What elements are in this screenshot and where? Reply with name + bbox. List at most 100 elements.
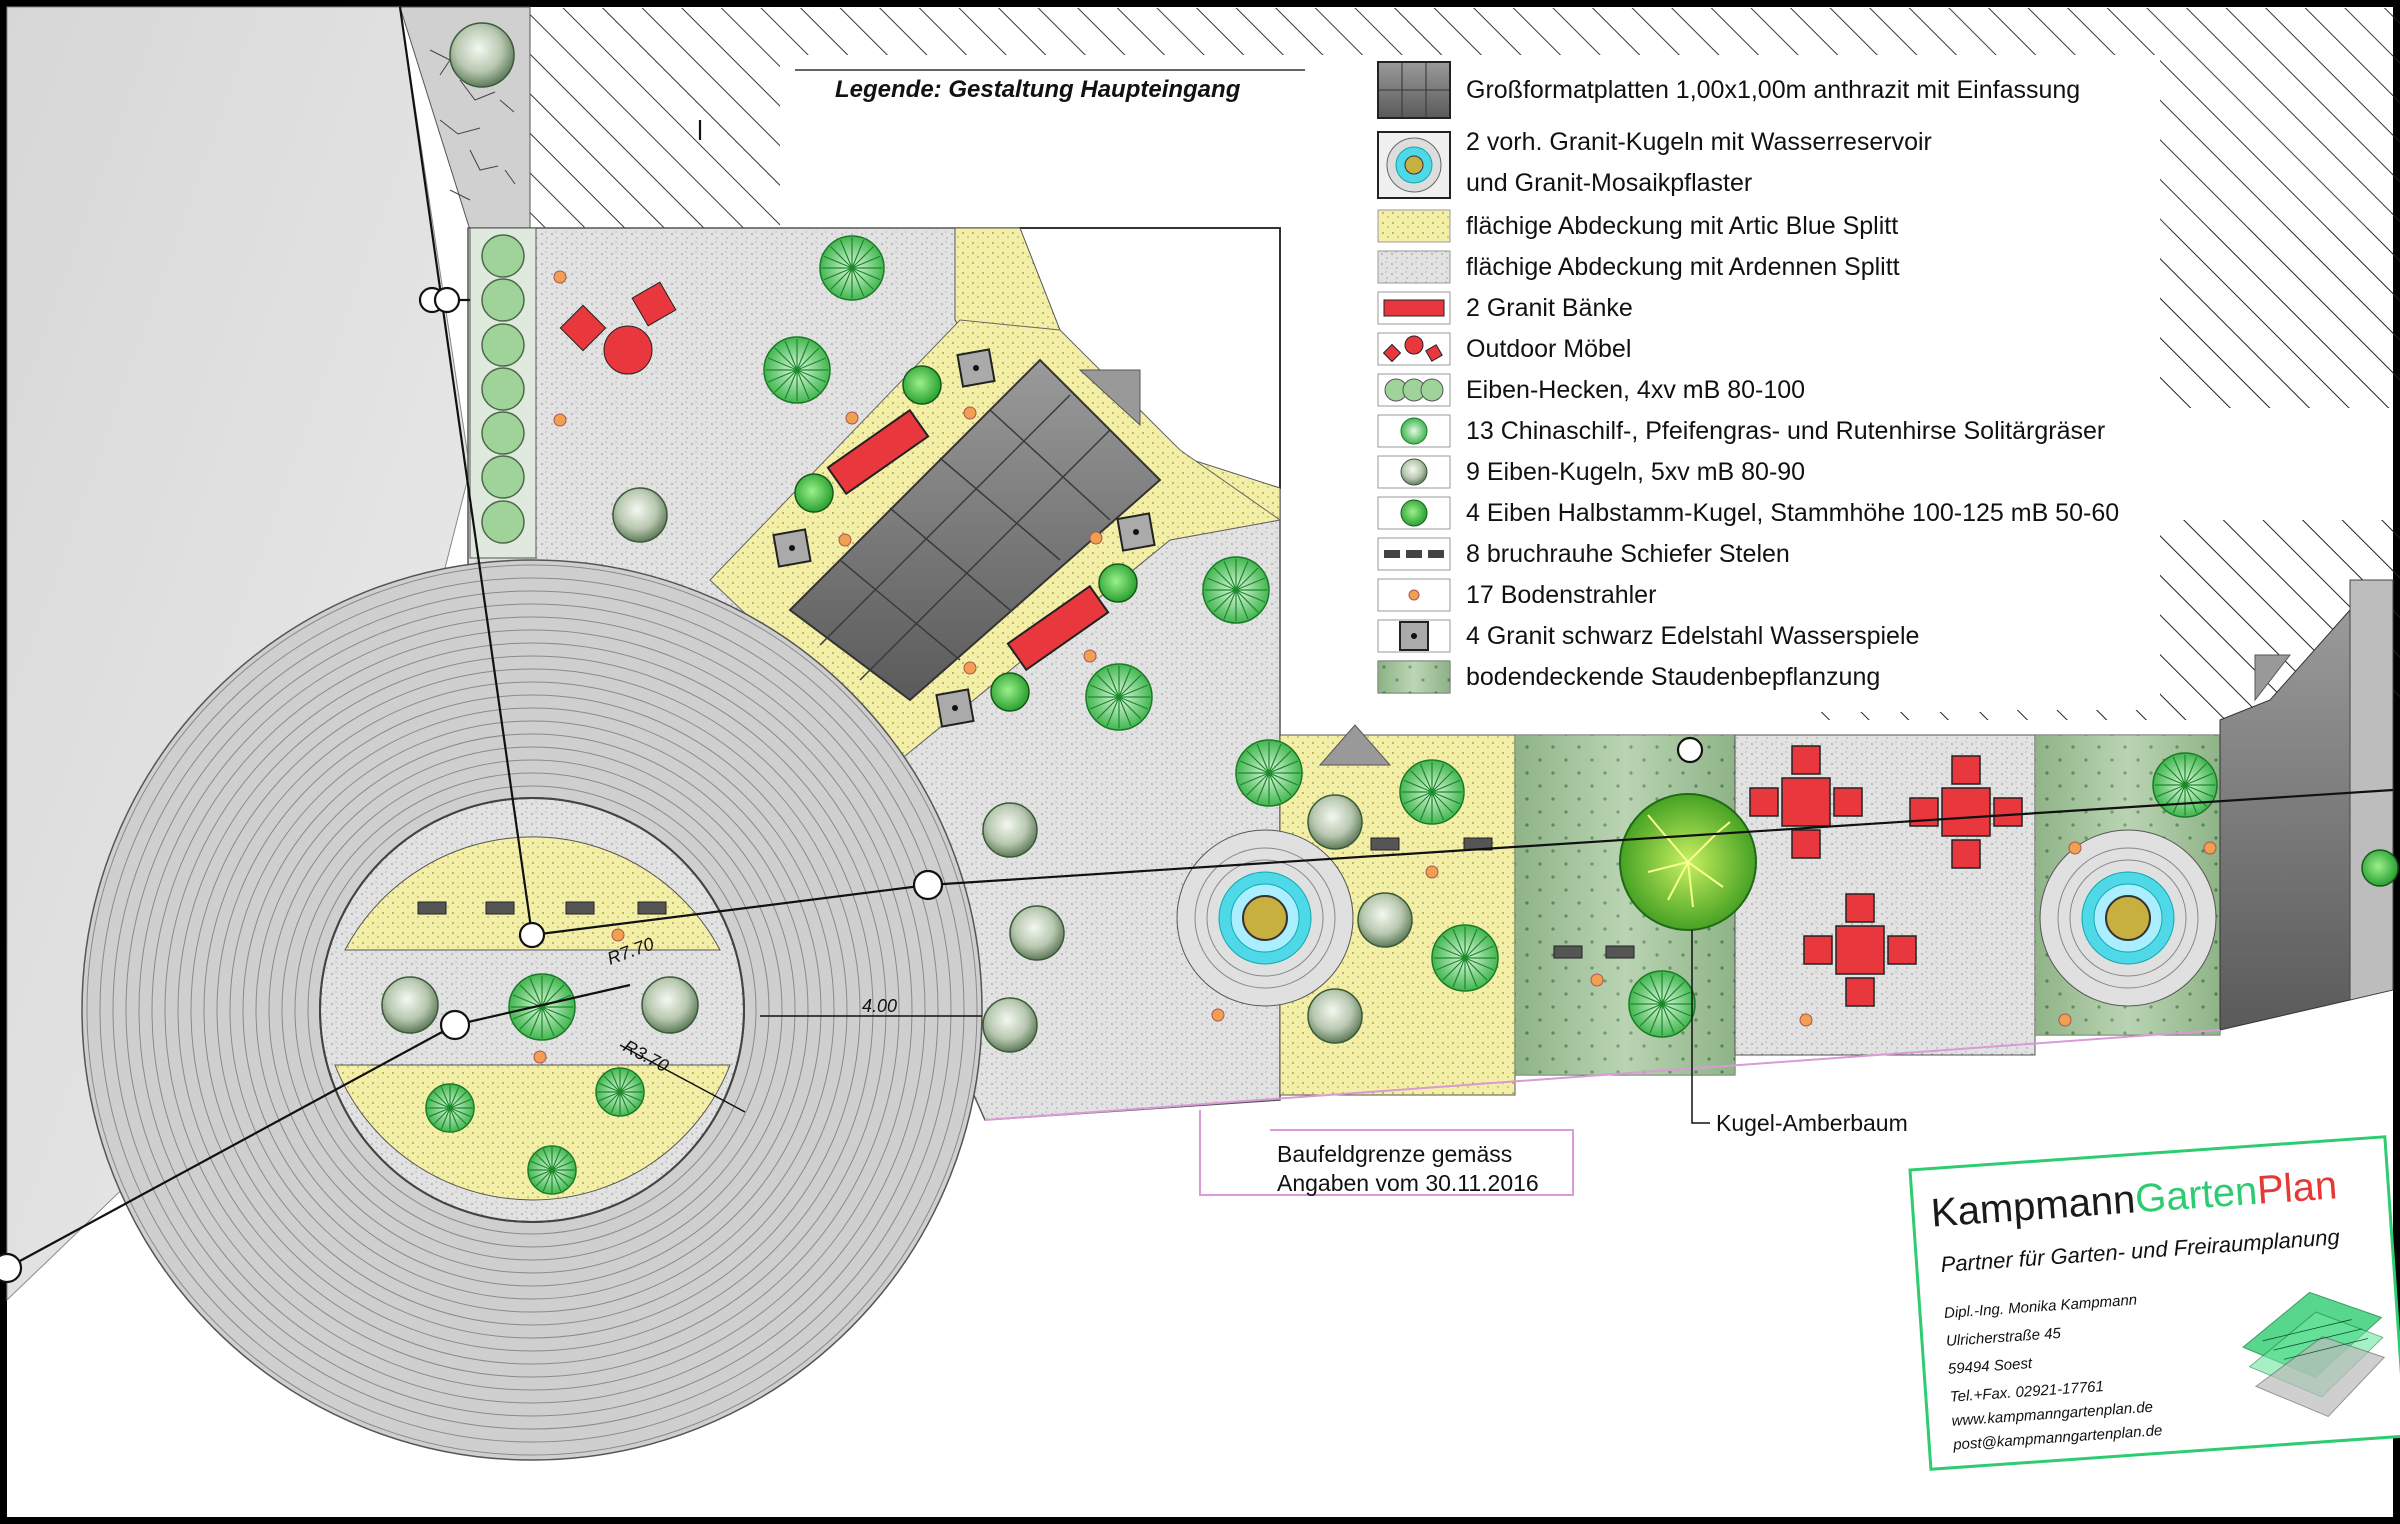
bodenstrahler-light [1799, 1013, 1813, 1027]
legend-label-granitkugel-2: und Granit-Mosaikpflaster [1466, 169, 1752, 197]
dim-label-400: 4.00 [862, 996, 897, 1016]
granit-kugel-fountain-2 [2039, 829, 2217, 1007]
construction-lines [6, 6, 2394, 1269]
title-block: KampmannGartenPlan Partner für Garten- u… [1908, 1135, 2400, 1471]
solitaergras [763, 336, 831, 404]
legend-labels: Großformatplatten 1,00x1,00m anthrazit m… [1466, 76, 2119, 691]
legend-label-moebel: Outdoor Möbel [1466, 335, 1631, 363]
solitaergras [2152, 752, 2218, 818]
outdoor-chair [1791, 745, 1821, 775]
solitaergras [819, 235, 885, 301]
legend-label-ardennen: flächige Abdeckung mit Ardennen Splitt [1466, 253, 1900, 281]
hedge-circle [481, 500, 525, 544]
wasserspiele [772, 348, 1156, 728]
eiben-kugel [982, 802, 1038, 858]
outdoor-chair [1951, 755, 1981, 785]
solitaergras [425, 1083, 475, 1133]
schiefer-stele [485, 901, 515, 915]
outdoor-chair [1803, 935, 1833, 965]
schiefer-stele [417, 901, 447, 915]
eiben-kugel [1357, 892, 1413, 948]
baufeld-boundary [984, 1029, 2221, 1121]
entrance-marker-1 [1078, 369, 1141, 427]
zone-outdoor [1734, 734, 2036, 1056]
solitaergras [508, 973, 576, 1041]
solitaergras [1085, 663, 1153, 731]
swatch-hecke [1377, 373, 1451, 407]
solitaergras [1235, 739, 1303, 807]
schiefer-stele [637, 901, 667, 915]
pflanzen [381, 22, 2399, 1195]
outdoor-moebel-1 [559, 281, 677, 375]
baufeld-line-2: Angaben vom 30.11.2016 [1277, 1170, 1539, 1196]
legend-swatches [1377, 61, 1451, 694]
legend-label-platten: Großformatplatten 1,00x1,00m anthrazit m… [1466, 76, 2080, 104]
solitaergras [1202, 556, 1270, 624]
outdoor-chair [1791, 829, 1821, 859]
swatch-baenke [1377, 291, 1451, 325]
granit-bank-1 [826, 408, 930, 496]
solitaergras [1628, 970, 1696, 1038]
bodenstrahler-light [963, 661, 977, 675]
legend-label-baenke: 2 Granit Bänke [1466, 294, 1633, 322]
bodenstrahler-light [611, 928, 625, 942]
bodenstrahler-light [2203, 841, 2217, 855]
legend-label-stauden: bodendeckende Staudenbepflanzung [1466, 663, 1880, 691]
legend-label-graeser: 13 Chinaschilf-, Pfeifengras- und Rutenh… [1466, 417, 2105, 445]
swatch-platten [1377, 61, 1451, 119]
legend-label-artic: flächige Abdeckung mit Artic Blue Splitt [1466, 212, 1898, 240]
swatch-eibenkugel [1377, 455, 1451, 489]
legend-label-wasserspiel: 4 Granit schwarz Edelstahl Wasserspiele [1466, 622, 1919, 650]
granit-bank-2 [1006, 584, 1110, 672]
hedge-circle [481, 367, 525, 411]
granit-kugel-fountain-1 [1176, 829, 1354, 1007]
legend-label-eibenkugel: 9 Eiben-Kugeln, 5xv mB 80-90 [1466, 458, 1805, 486]
swatch-wasserspiel [1377, 619, 1451, 653]
outdoor-table [1781, 777, 1831, 827]
brand-logo-icon [2242, 1291, 2386, 1418]
hedge-circle [481, 234, 525, 278]
swatch-halbstamm [1377, 496, 1451, 530]
eiben-kugel [1307, 988, 1363, 1044]
legend-title: Legende: Gestaltung Haupteingang [835, 76, 1241, 103]
schiefer-stelen [417, 837, 1635, 959]
eiben-halbstamm [990, 672, 1030, 712]
outdoor-chair [1993, 797, 2023, 827]
swatch-stauden [1377, 660, 1451, 694]
bodenstrahler-light [1089, 531, 1103, 545]
legend-label-stelen: 8 bruchrauhe Schiefer Stelen [1466, 540, 1790, 568]
eiben-kugel [449, 22, 515, 88]
bodenstrahler-light [1425, 865, 1439, 879]
eiben-halbstamm [1098, 563, 1138, 603]
bodenstrahler-light [553, 413, 567, 427]
swatch-ardennen [1377, 250, 1451, 284]
baufeld-line-1: Baufeldgrenze gemäss [1277, 1141, 1512, 1167]
entrance-marker-2 [1318, 724, 1392, 766]
bodenstrahler-light [1590, 973, 1604, 987]
hedge-circle [481, 278, 525, 322]
eiben-kugel [381, 976, 439, 1034]
bodenstrahler-light [838, 533, 852, 547]
bodenstrahler-light [1211, 1008, 1225, 1022]
swatch-moebel [1377, 332, 1451, 366]
outdoor-chair [1749, 787, 1779, 817]
outdoor-moebel-groups [1749, 745, 2023, 1007]
bodenstrahler-light [845, 411, 859, 425]
outdoor-chair [1887, 935, 1917, 965]
schiefer-stele [1553, 945, 1583, 959]
hedge-circle [481, 323, 525, 367]
legend-label-strahler: 17 Bodenstrahler [1466, 581, 1656, 609]
solitaergras [527, 1145, 577, 1195]
solitaergras [1431, 924, 1499, 992]
outdoor-chair [1845, 893, 1875, 923]
solitaergras [1399, 759, 1465, 825]
eiben-kugel [1307, 794, 1363, 850]
eiben-kugel [982, 997, 1038, 1053]
schiefer-stele [565, 901, 595, 915]
swatch-strahler [1377, 578, 1451, 612]
eiben-hecken [481, 234, 525, 544]
legend-label-hecke: Eiben-Hecken, 4xv mB 80-100 [1466, 376, 1805, 404]
bodenstrahler-light [533, 1050, 547, 1064]
outdoor-chair [1951, 839, 1981, 869]
contact-city: 59494 Soest [1947, 1355, 2033, 1378]
